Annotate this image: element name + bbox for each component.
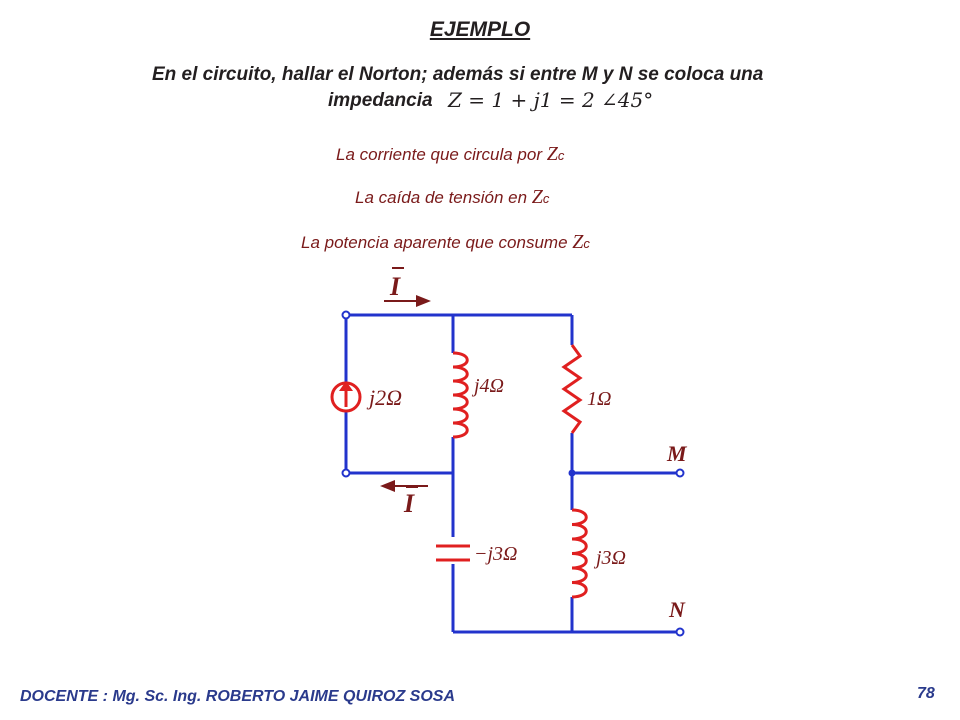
terminal-n	[675, 627, 685, 637]
problem-statement-line2: impedancia	[328, 90, 433, 111]
slide-title: EJEMPLO	[429, 18, 531, 41]
question-power-text: La potencia aparente que consume	[301, 233, 573, 252]
capacitor-label: −j3Ω	[474, 543, 518, 565]
terminal-top-left	[341, 310, 351, 320]
question-current-text: La corriente que circula por	[336, 145, 547, 164]
question-voltage-text: La caída de tensión en	[355, 188, 532, 207]
page-number: 78	[917, 685, 935, 702]
terminal-bottom-left	[341, 468, 351, 478]
current-label-bottom: I	[403, 489, 415, 518]
current-label-top: I	[389, 272, 401, 301]
source-label: j2Ω	[366, 385, 402, 410]
inductor-j3-label: j3Ω	[593, 547, 626, 569]
terminal-m-label: M	[666, 441, 688, 466]
junction-node	[568, 469, 576, 477]
capacitor-minus-j3	[436, 544, 470, 562]
question-power: La potencia aparente que consume Zc	[301, 231, 590, 254]
footer-author: DOCENTE : Mg. Sc. Ing. ROBERTO JAIME QUI…	[20, 688, 455, 705]
impedance-equation: Z = 1 + j1 = 2 ∠45°	[448, 88, 654, 112]
resistor-1ohm	[561, 344, 583, 434]
current-arrow-top	[384, 295, 431, 307]
inductor-j4-label: j4Ω	[471, 375, 504, 397]
circuit-wires	[344, 313, 680, 634]
current-source	[330, 381, 362, 413]
resistor-label: 1Ω	[587, 388, 611, 410]
inductor-j4	[452, 351, 469, 439]
terminals	[341, 310, 685, 637]
question-voltage: La caída de tensión en Zc	[355, 186, 549, 209]
problem-statement-line1: En el circuito, hallar el Norton; además…	[152, 64, 764, 85]
terminal-n-label: N	[668, 597, 686, 622]
zc-symbol: Zc	[531, 186, 550, 208]
zc-symbol: Zc	[572, 231, 590, 253]
question-current: La corriente que circula por Zc	[336, 143, 564, 166]
inductor-j3	[571, 508, 588, 599]
terminal-m	[675, 468, 685, 478]
zc-symbol: Zc	[546, 143, 565, 165]
